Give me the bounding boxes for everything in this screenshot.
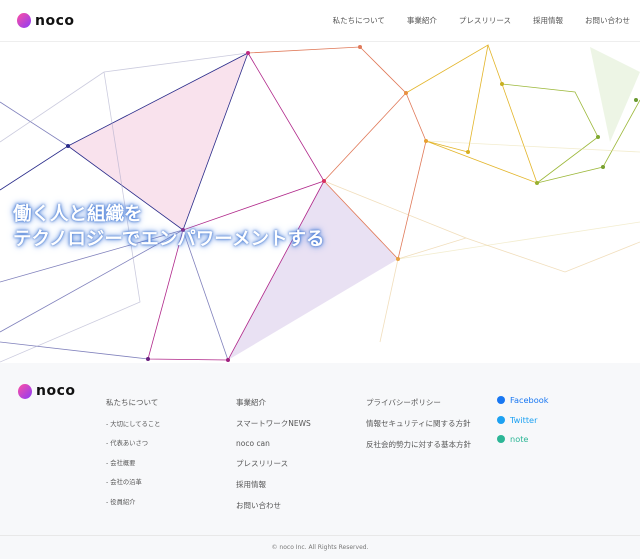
note-icon <box>497 435 505 443</box>
nav-contact[interactable]: お問い合わせ <box>585 16 630 25</box>
footer-policy-column: プライバシーポリシー 情報セキュリティに関する方針 反社会的勢力に対する基本方針 <box>366 397 471 460</box>
hero: 働く人と組織を テクノロジーでエンパワーメントする <box>0 42 640 363</box>
footer-social-column: Facebook Twitter note <box>497 395 548 454</box>
footer-divider <box>0 535 640 536</box>
footer-about-column: 私たちについて - 大切にしてること - 代表あいさつ - 会社概要 - 会社の… <box>106 397 160 506</box>
site-footer: noco 私たちについて - 大切にしてること - 代表あいさつ - 会社概要 … <box>0 363 640 559</box>
hero-headline: 働く人と組織を テクノロジーでエンパワーメントする <box>13 202 325 252</box>
footer-link-message[interactable]: - 代表あいさつ <box>106 440 149 447</box>
footer-link-company[interactable]: - 会社概要 <box>106 459 136 467</box>
headline-line-1: 働く人と組織を <box>13 204 143 225</box>
footer-link-business[interactable]: 事業紹介 <box>236 398 266 407</box>
nav-press[interactable]: プレスリリース <box>458 16 511 25</box>
network-graphic <box>0 44 640 363</box>
footer-link-antisocial[interactable]: 反社会的勢力に対する基本方針 <box>366 440 471 449</box>
nav-recruit[interactable]: 採用情報 <box>533 16 563 25</box>
twitter-icon <box>497 415 505 424</box>
facebook-icon <box>497 396 505 404</box>
footer-link-noco-can[interactable]: noco can <box>236 439 270 448</box>
footer-link-about[interactable]: 私たちについて <box>106 398 159 407</box>
footer-link-recruit[interactable]: 採用情報 <box>236 480 266 489</box>
logo-text: noco <box>35 12 75 29</box>
logo-icon <box>17 13 31 28</box>
twitter-link[interactable]: Twitter <box>497 415 548 425</box>
footer-link-values[interactable]: - 大切にしてること <box>106 420 161 428</box>
footer-link-history[interactable]: - 会社の沿革 <box>106 479 142 486</box>
footer-business-column: 事業紹介 スマートワークNEWS noco can プレスリリース 採用情報 お… <box>236 397 311 521</box>
footer-logo[interactable]: noco <box>18 383 76 399</box>
footer-link-smartwork-news[interactable]: スマートワークNEWS <box>236 419 311 428</box>
nav-about[interactable]: 私たちについて <box>332 16 385 25</box>
main-nav: 私たちについて 事業紹介 プレスリリース 採用情報 お問い合わせ <box>333 15 630 26</box>
facebook-label: Facebook <box>510 395 549 405</box>
logo-text: noco <box>36 383 76 399</box>
copyright: © noco Inc. All Rights Reserved. <box>271 544 369 551</box>
logo-icon <box>18 383 32 399</box>
site-header: noco 私たちについて 事業紹介 プレスリリース 採用情報 お問い合わせ <box>0 0 640 42</box>
footer-link-privacy[interactable]: プライバシーポリシー <box>366 398 441 407</box>
footer-link-contact[interactable]: お問い合わせ <box>236 501 281 510</box>
twitter-label: Twitter <box>510 414 538 425</box>
logo[interactable]: noco <box>17 13 75 29</box>
footer-link-security[interactable]: 情報セキュリティに関する方針 <box>366 419 471 428</box>
footer-link-officers[interactable]: - 役員紹介 <box>106 498 136 506</box>
headline-line-2: テクノロジーでエンパワーメントする <box>13 229 325 250</box>
facebook-link[interactable]: Facebook <box>497 395 548 405</box>
nav-business[interactable]: 事業紹介 <box>406 16 437 25</box>
footer-link-press[interactable]: プレスリリース <box>236 459 289 468</box>
note-label: note <box>510 434 529 444</box>
note-link[interactable]: note <box>497 434 548 444</box>
